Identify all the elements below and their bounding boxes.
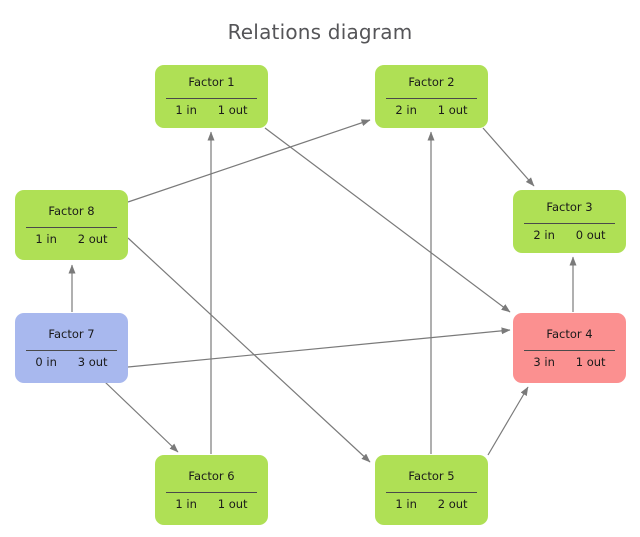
node-ports: 2 in 0 out	[513, 224, 626, 246]
node-label: Factor 3	[546, 200, 593, 214]
node-factor6[interactable]: Factor 6 1 in 1 out	[155, 455, 268, 525]
node-divider	[524, 223, 615, 224]
node-in-count: 2 in	[533, 228, 555, 242]
node-divider	[386, 98, 477, 99]
connector-factor5-to-factor4[interactable]	[487, 386, 529, 456]
connector-factor8-to-factor2[interactable]	[127, 119, 371, 203]
page-title: Relations diagram	[227, 20, 413, 44]
node-out-count: 2 out	[437, 496, 468, 511]
node-divider	[26, 349, 117, 351]
node-ports: 1 in 2 out	[15, 228, 128, 250]
node-in-count: 1 in	[175, 103, 197, 117]
node-factor5[interactable]: Factor 5 1 in 2 out	[375, 455, 488, 525]
node-divider	[26, 226, 117, 228]
node-out-count: 0 out	[575, 228, 606, 242]
node-out-count: 1 out	[217, 103, 248, 117]
connector-factor7-to-factor6[interactable]	[104, 381, 179, 453]
node-divider	[166, 98, 257, 99]
node-divider	[386, 491, 477, 493]
node-factor8[interactable]: Factor 8 1 in 2 out	[15, 190, 128, 260]
node-in-count: 0 in	[35, 354, 57, 369]
node-factor7[interactable]: Factor 7 0 in 3 out	[15, 313, 128, 383]
node-ports: 2 in 1 out	[375, 99, 488, 121]
node-ports: 1 in 1 out	[155, 493, 268, 515]
node-label: Factor 2	[408, 75, 455, 89]
node-divider	[524, 349, 615, 351]
node-out-count: 3 out	[77, 354, 108, 369]
node-in-count: 3 in	[533, 354, 555, 369]
node-in-count: 2 in	[395, 103, 417, 117]
node-factor4[interactable]: Factor 4 3 in 1 out	[513, 313, 626, 383]
node-in-count: 1 in	[395, 496, 417, 511]
node-ports: 3 in 1 out	[513, 351, 626, 373]
node-factor1[interactable]: Factor 1 1 in 1 out	[155, 65, 268, 128]
node-ports: 1 in 2 out	[375, 493, 488, 515]
node-factor3[interactable]: Factor 3 2 in 0 out	[513, 190, 626, 253]
node-out-count: 1 out	[217, 496, 248, 511]
node-in-count: 1 in	[175, 496, 197, 511]
node-label: Factor 4	[546, 326, 593, 341]
node-label: Factor 1	[188, 75, 235, 89]
node-label: Factor 5	[408, 468, 455, 483]
node-out-count: 1 out	[437, 103, 468, 117]
node-factor2[interactable]: Factor 2 2 in 1 out	[375, 65, 488, 128]
connector-factor2-to-factor3[interactable]	[482, 127, 535, 187]
node-ports: 1 in 1 out	[155, 99, 268, 121]
node-in-count: 1 in	[35, 231, 57, 246]
node-label: Factor 8	[48, 203, 95, 218]
connector-factor7-to-factor4[interactable]	[127, 327, 511, 368]
node-ports: 0 in 3 out	[15, 351, 128, 373]
node-divider	[166, 491, 257, 493]
connector-factor8-to-factor5[interactable]	[127, 237, 371, 463]
node-out-count: 1 out	[575, 354, 606, 369]
node-label: Factor 7	[48, 326, 95, 341]
connector-factor1-to-factor4[interactable]	[264, 127, 511, 313]
node-out-count: 2 out	[77, 231, 108, 246]
node-label: Factor 6	[188, 468, 235, 483]
